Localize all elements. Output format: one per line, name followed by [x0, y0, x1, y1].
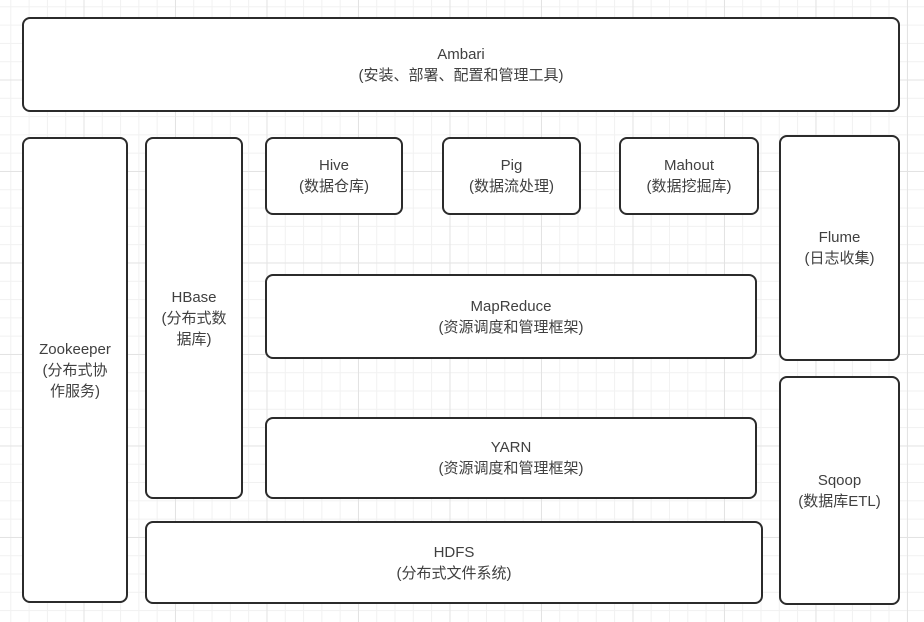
node-sqoop-subtitle: (数据库ETL) — [798, 492, 881, 510]
node-flume-title: Flume — [818, 229, 861, 246]
node-pig-subtitle: (数据流处理) — [469, 178, 554, 195]
node-pig-title: Pig — [500, 157, 523, 174]
node-yarn[interactable]: YARN (资源调度和管理框架) — [265, 417, 757, 499]
node-hbase[interactable]: HBase (分布式数据库) — [145, 137, 243, 499]
node-yarn-title: YARN — [490, 439, 532, 456]
node-mahout-title: Mahout — [663, 157, 715, 174]
node-mapreduce-subtitle: (资源调度和管理框架) — [438, 318, 584, 336]
node-hive[interactable]: Hive (数据仓库) — [265, 137, 403, 215]
node-hdfs-subtitle: (分布式文件系统) — [396, 564, 512, 582]
node-ambari-subtitle: (安装、部署、配置和管理工具) — [358, 66, 564, 84]
node-mahout-subtitle: (数据挖掘库) — [646, 178, 732, 195]
node-flume-subtitle: (日志收集) — [804, 250, 875, 267]
node-hive-subtitle: (数据仓库) — [299, 178, 369, 195]
node-sqoop-title: Sqoop — [817, 471, 862, 489]
node-hive-title: Hive — [318, 157, 349, 174]
node-ambari[interactable]: Ambari (安装、部署、配置和管理工具) — [22, 17, 900, 112]
node-mapreduce[interactable]: MapReduce (资源调度和管理框架) — [265, 274, 757, 359]
node-pig[interactable]: Pig (数据流处理) — [442, 137, 581, 215]
node-hdfs[interactable]: HDFS (分布式文件系统) — [145, 521, 763, 604]
node-zookeeper-subtitle: (分布式协作服务) — [42, 361, 108, 400]
node-ambari-title: Ambari — [437, 45, 485, 63]
node-hdfs-title: HDFS — [433, 543, 475, 561]
node-yarn-subtitle: (资源调度和管理框架) — [438, 460, 584, 477]
node-hbase-subtitle: (分布式数据库) — [161, 309, 227, 348]
node-sqoop[interactable]: Sqoop (数据库ETL) — [779, 376, 900, 605]
node-mahout[interactable]: Mahout (数据挖掘库) — [619, 137, 759, 215]
node-flume[interactable]: Flume (日志收集) — [779, 135, 900, 361]
node-zookeeper-title: Zookeeper — [39, 340, 111, 358]
node-zookeeper[interactable]: Zookeeper (分布式协作服务) — [22, 137, 128, 603]
node-mapreduce-title: MapReduce — [470, 297, 552, 315]
node-hbase-title: HBase — [171, 288, 217, 306]
